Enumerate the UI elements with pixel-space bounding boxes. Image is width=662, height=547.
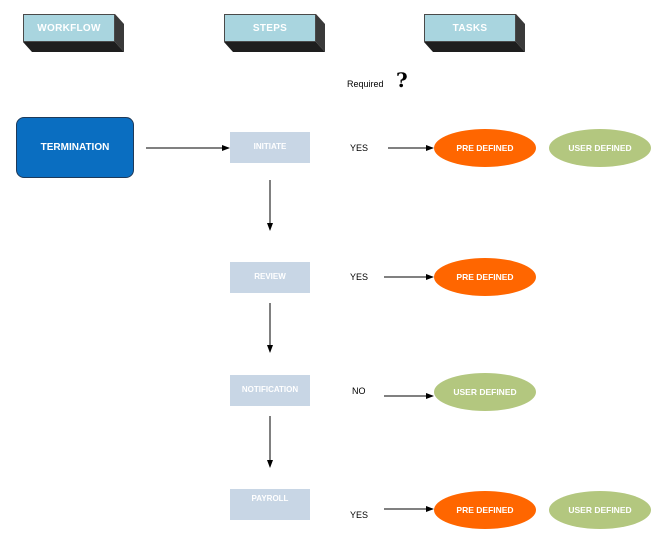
task-user-defined: USER DEFINED bbox=[549, 491, 651, 529]
header-3d-edge bbox=[23, 14, 124, 52]
required-answer-notification: NO bbox=[352, 386, 366, 396]
task-user-defined: USER DEFINED bbox=[549, 129, 651, 167]
header-3d-edge bbox=[224, 14, 325, 52]
header-workflow: WORKFLOW bbox=[23, 14, 124, 52]
task-pre-defined: PRE DEFINED bbox=[434, 258, 536, 296]
header-steps: STEPS bbox=[224, 14, 325, 52]
required-label: Required bbox=[347, 79, 384, 89]
header-workflow-label: WORKFLOW bbox=[23, 14, 115, 42]
step-notification: NOTIFICATION bbox=[230, 375, 310, 406]
required-answer-initiate: YES bbox=[350, 143, 369, 153]
header-steps-label: STEPS bbox=[224, 14, 316, 42]
step-payroll: PAYROLL bbox=[230, 489, 310, 520]
required-answer-payroll: YES bbox=[350, 510, 369, 520]
task-user-defined: USER DEFINED bbox=[434, 373, 536, 411]
header-tasks-label: TASKS bbox=[424, 14, 516, 42]
step-review: REVIEW bbox=[230, 262, 310, 293]
question-mark-icon: ? bbox=[396, 68, 408, 92]
header-tasks: TASKS bbox=[424, 14, 525, 52]
step-initiate: INITIATE bbox=[230, 132, 310, 163]
task-pre-defined: PRE DEFINED bbox=[434, 129, 536, 167]
task-pre-defined: PRE DEFINED bbox=[434, 491, 536, 529]
required-answer-review: YES bbox=[350, 272, 369, 282]
header-3d-edge bbox=[424, 14, 525, 52]
workflow-termination: TERMINATION bbox=[16, 117, 134, 178]
